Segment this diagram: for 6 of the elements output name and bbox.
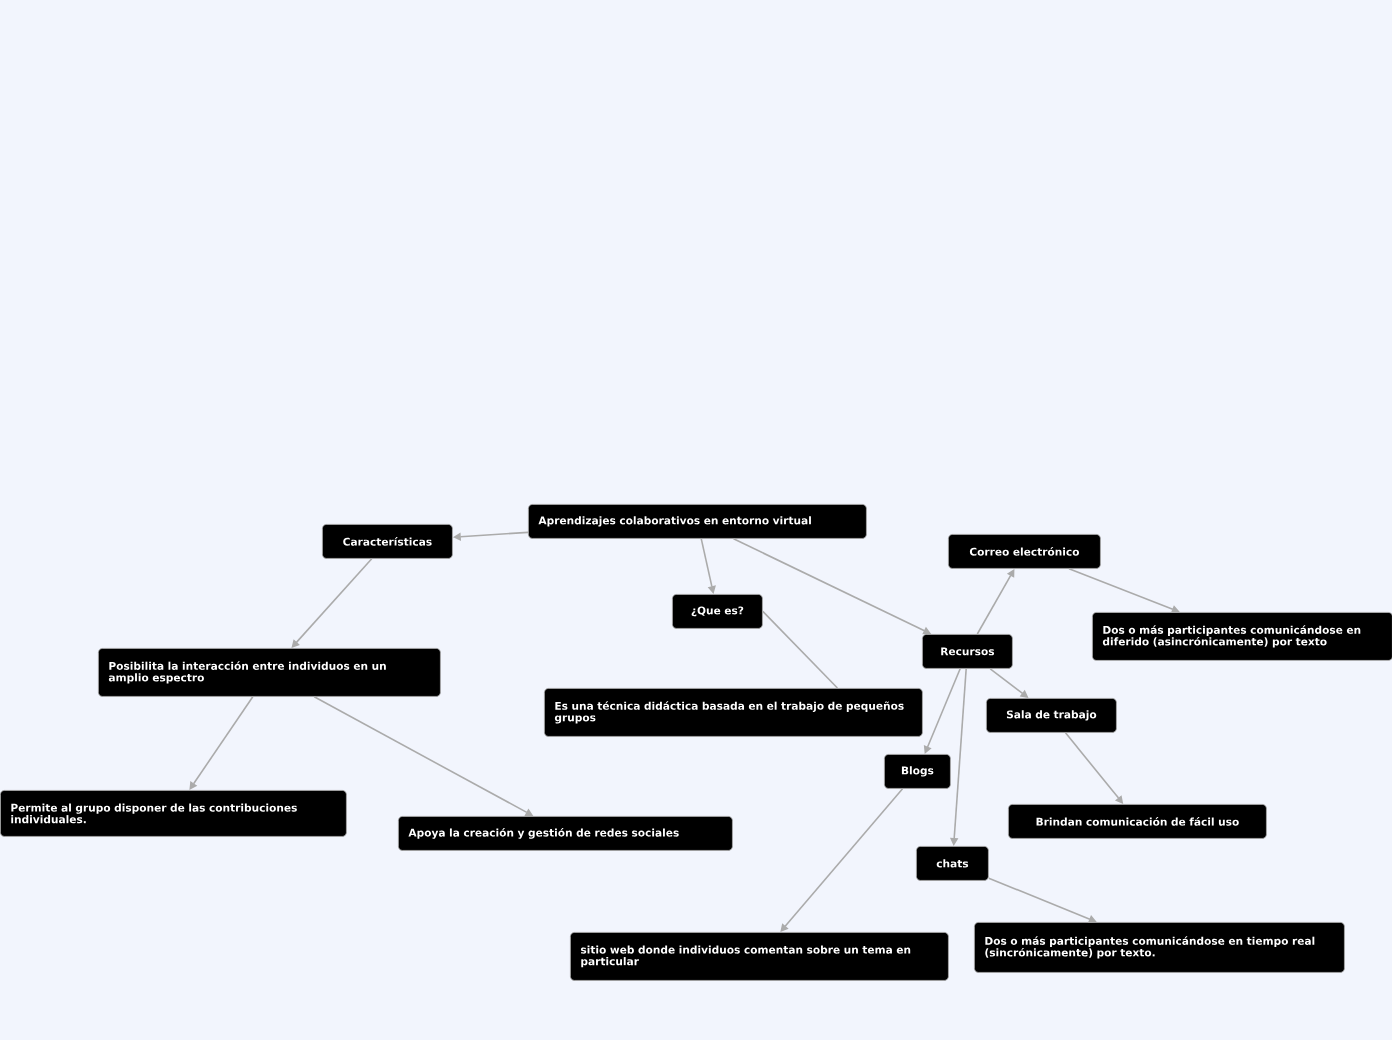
arrow xyxy=(291,558,373,648)
arrow xyxy=(923,668,961,754)
arrow xyxy=(189,696,254,790)
arrow xyxy=(780,788,904,932)
arrow xyxy=(700,538,716,594)
arrow xyxy=(950,668,967,846)
